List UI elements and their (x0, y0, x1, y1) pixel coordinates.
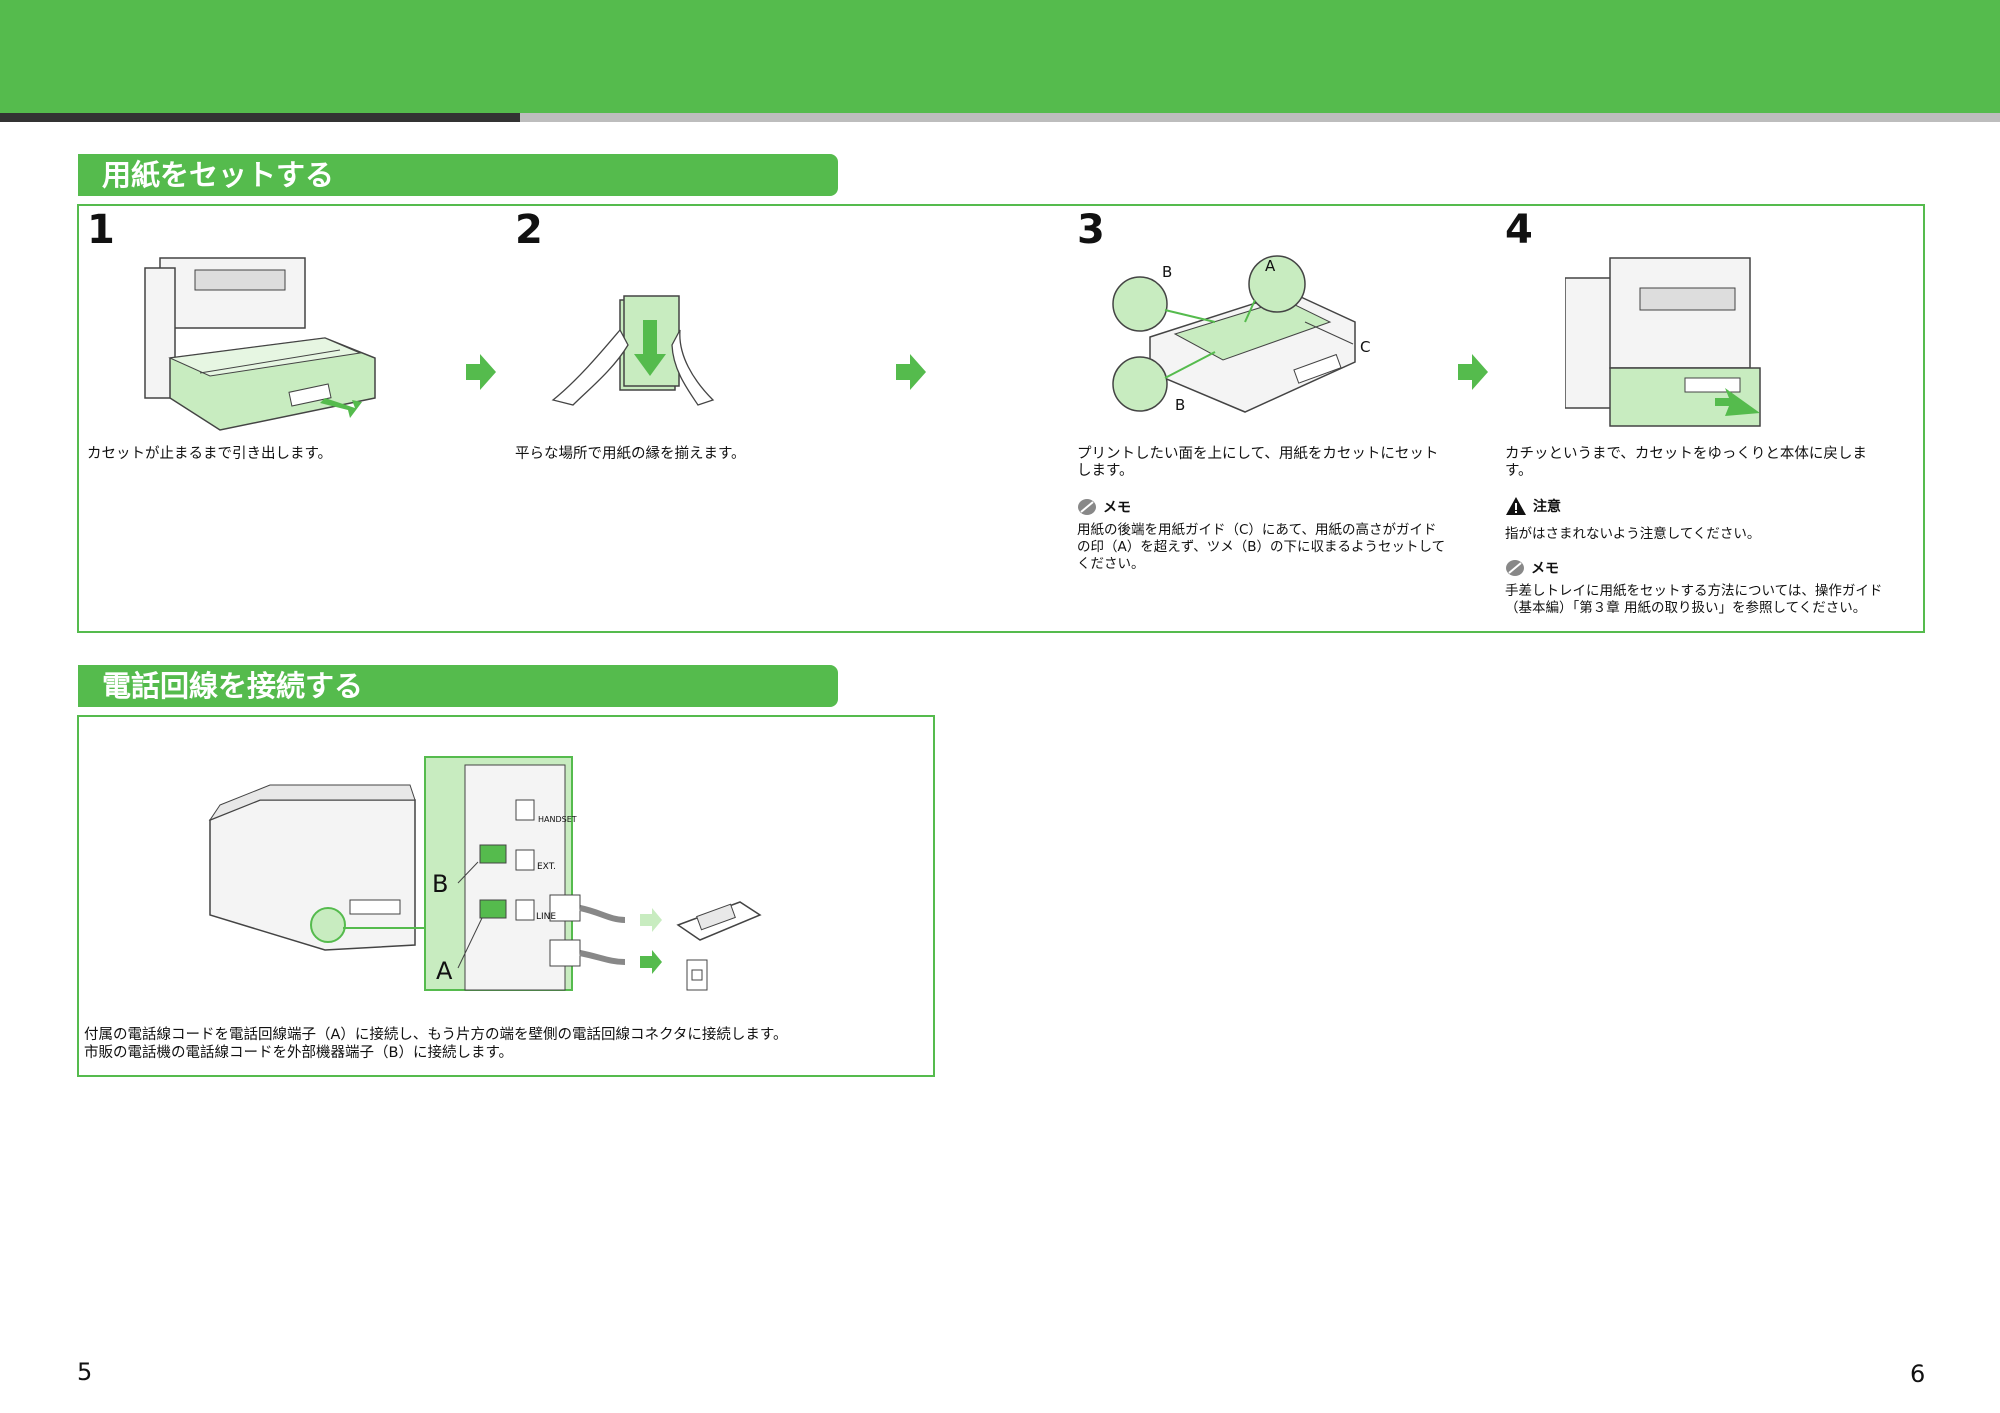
ext-port-label: EXT. (537, 862, 556, 872)
handset-port-label: HANDSET (538, 815, 577, 824)
phone-instruction-line-2: 市販の電話機の電話線コードを外部機器端子（B）に接続します。 (84, 1045, 513, 1061)
caution-text-4: 指がはさまれないよう注意してください。 (1505, 526, 1761, 542)
cassette-pull-illustration (140, 248, 380, 438)
step-number-2: 2 (515, 207, 543, 253)
memo-heading-4: メモ (1505, 558, 1559, 578)
label-b-top: B (1162, 263, 1173, 281)
cassette-insert-illustration (1565, 248, 1765, 438)
load-paper-panel (77, 204, 1925, 633)
step-text-1: カセットが止まるまで引き出します。 (87, 446, 333, 462)
header-band (0, 0, 2000, 113)
memo-icon (1077, 498, 1097, 516)
step-arrow-1 (466, 354, 496, 390)
label-a-jack: A (436, 957, 453, 985)
memo-icon (1505, 559, 1525, 577)
caution-heading-4: 注意 (1505, 496, 1561, 516)
step-number-3: 3 (1077, 207, 1105, 253)
paper-in-cassette-illustration (1105, 252, 1385, 422)
step-number-1: 1 (87, 207, 115, 253)
phone-instruction-line-1: 付属の電話線コードを電話回線端子（A）に接続し、もう片方の端を壁側の電話回線コネ… (84, 1027, 788, 1043)
label-a: A (1265, 257, 1276, 275)
memo-label-4: メモ (1531, 561, 1559, 577)
section-title-load-paper: 用紙をセットする (78, 154, 838, 196)
page-number-right: 6 (1910, 1360, 1926, 1388)
memo-text-4: 手差しトレイに用紙をセットする方法については、操作ガイド（基本編）「第３章 用紙… (1505, 583, 1883, 616)
phone-line-panel (77, 715, 935, 1077)
page-number-left: 5 (77, 1358, 93, 1386)
header-rule-grey (520, 113, 2000, 122)
header-rule-dark (0, 113, 520, 122)
memo-label-3: メモ (1103, 500, 1131, 516)
memo-heading-3: メモ (1077, 497, 1131, 517)
step-arrow-3 (1458, 354, 1488, 390)
warning-icon (1505, 496, 1527, 516)
phone-connection-illustration (200, 750, 780, 1000)
step-text-4: カチッというまで、カセットをゆっくりと本体に戻します。 (1505, 446, 1867, 479)
align-paper-illustration (548, 290, 718, 410)
step-number-4: 4 (1505, 207, 1533, 253)
caution-label-4: 注意 (1533, 499, 1561, 515)
line-port-label: LINE (536, 912, 557, 922)
step-arrow-2 (896, 354, 926, 390)
label-b-jack: B (432, 870, 449, 898)
label-b-bottom: B (1175, 396, 1186, 414)
step-text-2: 平らな場所で用紙の縁を揃えます。 (515, 446, 746, 462)
section-title-phone-line: 電話回線を接続する (78, 665, 838, 707)
label-c: C (1360, 338, 1371, 356)
memo-text-3: 用紙の後端を用紙ガイド（C）にあて、用紙の高さがガイドの印（A）を超えず、ツメ（… (1077, 522, 1446, 572)
step-text-3: プリントしたい面を上にして、用紙をカセットにセットします。 (1077, 446, 1439, 479)
